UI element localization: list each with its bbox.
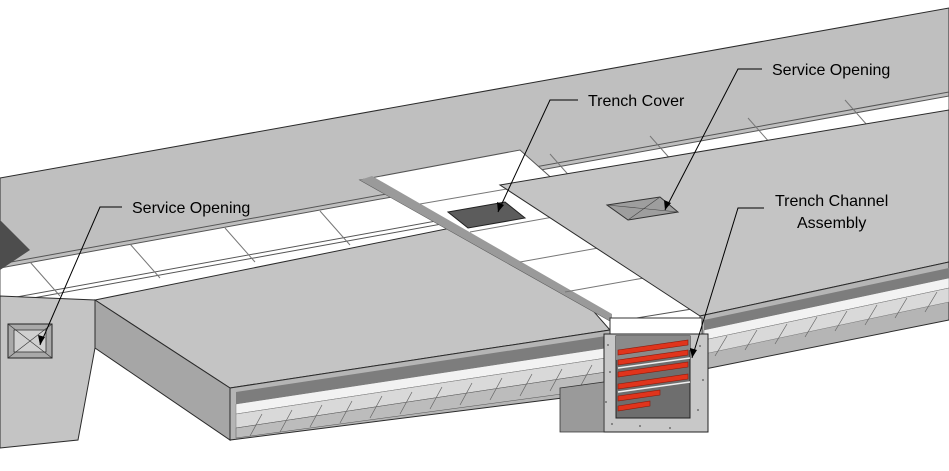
callout-trench-channel-assembly: Trench Channel Assembly: [690, 193, 888, 359]
callout-service-opening-right: Service Opening: [664, 62, 890, 211]
callout-label: Service Opening: [772, 62, 890, 79]
under-structure: [559, 381, 605, 433]
callout-label: Service Opening: [132, 200, 250, 217]
trench-cover-plate: [446, 201, 527, 229]
left-slab-section-layers: [235, 336, 607, 439]
callout-label-line2: Assembly: [797, 215, 866, 232]
callout-label: Trench Cover: [588, 93, 685, 110]
callout-service-opening-left: Service Opening: [38, 200, 250, 346]
callout-trench-cover: Trench Cover: [497, 93, 685, 213]
callout-label-line1: Trench Channel: [775, 193, 888, 210]
trench-channel-assembly: [603, 317, 709, 433]
service-opening-left: [7, 323, 53, 359]
right-slab-section-layers: [703, 268, 949, 357]
